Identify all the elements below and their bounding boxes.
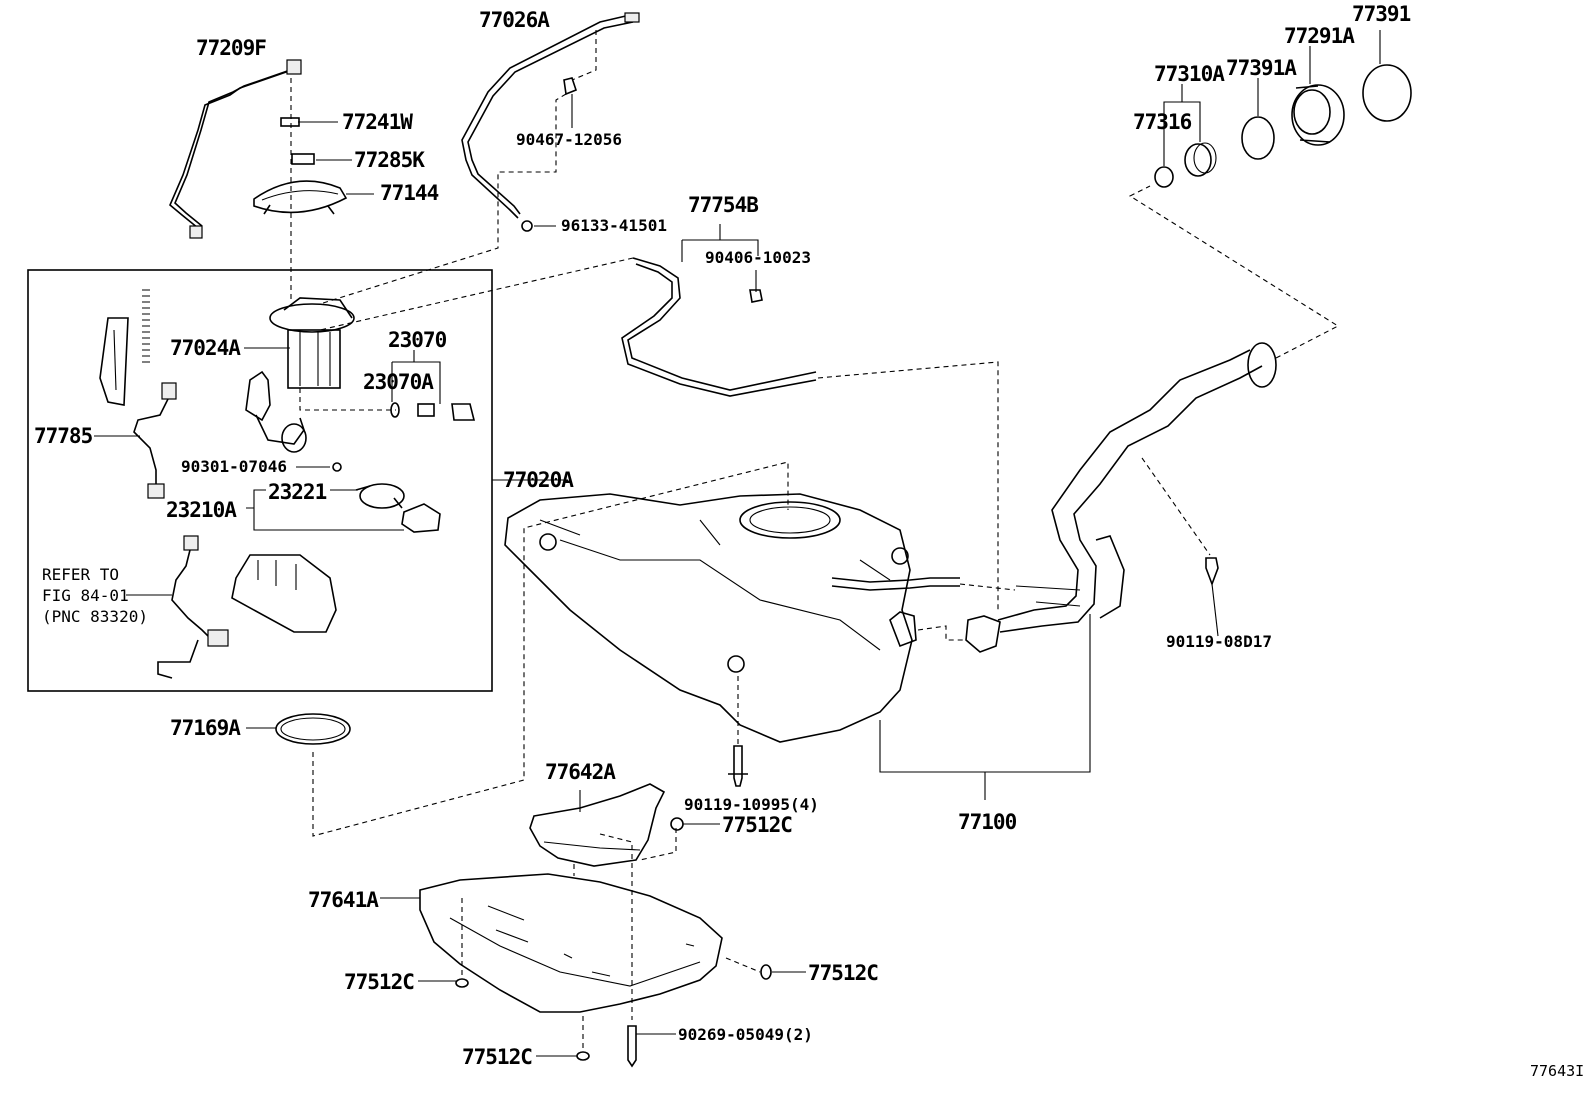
valve-23070[interactable]	[417, 403, 476, 421]
insulator-77641A[interactable]	[419, 873, 723, 1013]
clip-77512C-3[interactable]	[760, 964, 772, 980]
insulator-77642A[interactable]	[529, 783, 666, 867]
label-77754B[interactable]: 77754B	[688, 193, 759, 217]
spring[interactable]	[142, 289, 150, 363]
clip-77285K[interactable]	[291, 153, 315, 165]
pump-harness[interactable]	[157, 535, 229, 679]
label-77020A[interactable]: 77020A	[503, 468, 574, 492]
label-23221[interactable]: 23221	[268, 480, 327, 504]
bolt-90119-08D17[interactable]	[1205, 557, 1219, 587]
label-77310A[interactable]: 77310A	[1154, 62, 1225, 86]
label-90269-05049[interactable]: 90269-05049(2)	[678, 1025, 813, 1044]
filter-23210A[interactable]	[401, 503, 441, 533]
refer-note-line2[interactable]: FIG 84-01	[42, 586, 129, 605]
bolt-90119-10995[interactable]	[728, 745, 748, 787]
clip-77512C-2[interactable]	[455, 978, 469, 988]
label-23070[interactable]: 23070	[388, 328, 447, 352]
label-77169A[interactable]: 77169A	[170, 716, 241, 740]
refer-note-line1: REFER TO	[42, 565, 120, 584]
clip-77241W[interactable]	[280, 117, 300, 127]
label-77024A[interactable]: 77024A	[170, 336, 241, 360]
fuel-tank-77100[interactable]	[504, 493, 960, 743]
clip-77512C-1[interactable]	[670, 817, 684, 831]
vent-hose-77754B[interactable]	[621, 257, 817, 397]
clip-90406-10023[interactable]	[749, 289, 763, 303]
label-23070A[interactable]: 23070A	[363, 370, 434, 394]
refer-note-line3: (PNC 83320)	[42, 607, 148, 626]
label-77642A[interactable]: 77642A	[545, 760, 616, 784]
label-96133-41501[interactable]: 96133-41501	[561, 216, 667, 235]
filler-pipe[interactable]	[965, 342, 1277, 653]
label-90467-12056[interactable]: 90467-12056	[516, 130, 622, 149]
clip-90467-12056[interactable]	[563, 77, 577, 96]
clip-77512C-4[interactable]	[576, 1051, 590, 1061]
o-ring-23070A[interactable]	[390, 402, 400, 418]
label-77144[interactable]: 77144	[380, 181, 439, 205]
label-77026A[interactable]: 77026A	[479, 8, 550, 32]
label-77209F[interactable]: 77209F	[196, 36, 267, 60]
filler-neck-77291A[interactable]	[1291, 84, 1345, 146]
label-77641A[interactable]: 77641A	[308, 888, 379, 912]
label-77100[interactable]: 77100	[958, 810, 1017, 834]
label-77241W[interactable]: 77241W	[342, 110, 413, 134]
sender-unit[interactable]	[231, 554, 337, 633]
label-77512C-2[interactable]: 77512C	[344, 970, 415, 994]
label-77785[interactable]: 77785	[34, 424, 93, 448]
label-77391A[interactable]: 77391A	[1226, 56, 1297, 80]
gasket-77391A[interactable]	[1241, 116, 1275, 160]
retainer-ring-77144[interactable]	[253, 180, 348, 215]
label-77512C-4[interactable]: 77512C	[462, 1045, 533, 1069]
fuel-cap-77310A[interactable]	[1184, 142, 1217, 177]
label-90406-10023[interactable]: 90406-10023	[705, 248, 811, 267]
label-23210A[interactable]: 23210A	[166, 498, 237, 522]
label-90119-08D17[interactable]: 90119-08D17	[1166, 632, 1272, 651]
gasket-77316[interactable]	[1154, 166, 1174, 188]
label-77316[interactable]: 77316	[1133, 110, 1192, 134]
bolt-90269-05049[interactable]	[627, 1025, 637, 1068]
label-77285K[interactable]: 77285K	[354, 148, 425, 172]
seal-77391[interactable]	[1362, 64, 1412, 122]
label-77512C-3[interactable]: 77512C	[808, 961, 879, 985]
label-90119-10995[interactable]: 90119-10995(4)	[684, 795, 819, 814]
fuel-line-77026A[interactable]	[461, 12, 640, 219]
strainer-23221[interactable]	[355, 483, 405, 509]
label-77512C-1[interactable]: 77512C	[722, 813, 793, 837]
o-ring-90301-07046[interactable]	[332, 462, 342, 472]
label-90301-07046[interactable]: 90301-07046	[181, 457, 287, 476]
sender-harness-77785[interactable]	[133, 382, 177, 499]
label-77391[interactable]: 77391	[1352, 2, 1411, 26]
sender-bracket[interactable]	[99, 317, 129, 406]
label-77291A[interactable]: 77291A	[1284, 24, 1355, 48]
clamp-96133-41501[interactable]	[521, 220, 533, 232]
fuel-pump-assembly-77024A[interactable]	[245, 297, 355, 453]
gasket-77169A[interactable]	[275, 713, 351, 745]
diagram-reference: 77643I	[1530, 1062, 1585, 1080]
wire-harness-77209F[interactable]	[169, 59, 302, 239]
